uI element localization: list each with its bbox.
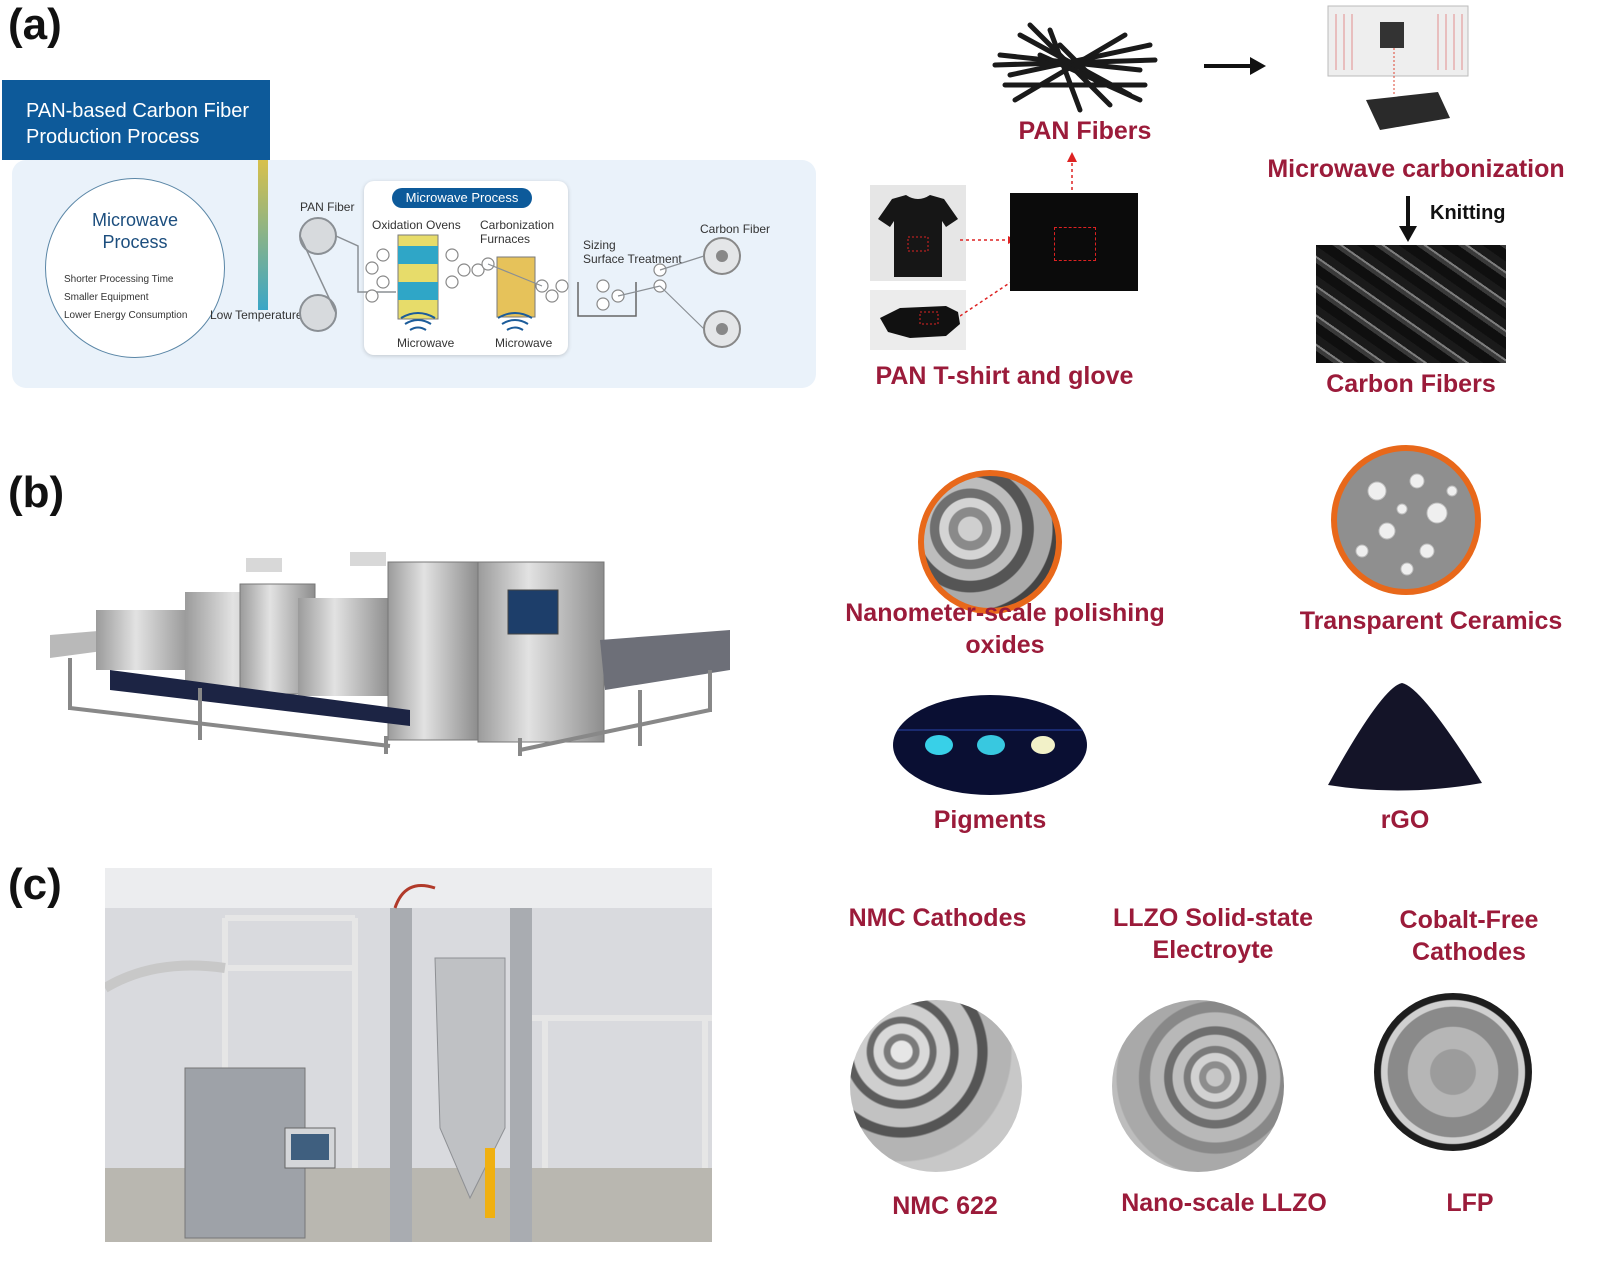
lfp-sem-image [1374, 993, 1532, 1151]
carbon-fibers-label: Carbon Fibers [1326, 370, 1496, 398]
process-title-line1: PAN-based Carbon Fiber [26, 100, 250, 122]
pan-fibers-image [992, 22, 1158, 113]
llzo-label: LLZO Solid-state Electroyte [1092, 902, 1334, 966]
microwave-label-1: Microwave [397, 336, 455, 350]
microwave-benefits-circle: Microwave Process Shorter Processing Tim… [45, 178, 225, 358]
temperature-gradient-bar [258, 160, 268, 310]
benefits-list: Shorter Processing Time Smaller Equipmen… [64, 271, 187, 325]
transparent-ceramics-image [1331, 445, 1481, 595]
panel-label-b: (b) [8, 468, 65, 517]
benefit-item: Smaller Equipment [64, 292, 149, 303]
rgo-label: rGO [1380, 806, 1430, 834]
process-title-line2: Production Process [26, 126, 200, 148]
microwave-wave-icon [400, 312, 533, 331]
microwave-label-2: Microwave [495, 336, 553, 350]
process-flow-drawing [299, 217, 741, 348]
carbonization-label-line2: Furnaces [480, 232, 531, 246]
spray-pyrolysis-system-image [105, 868, 712, 1242]
microwave-conveyor-machine-image [50, 552, 730, 756]
pigments-image [893, 695, 1087, 795]
oxidation-ovens-label: Oxidation Ovens [372, 218, 461, 232]
nmc-cathodes-label: NMC Cathodes [848, 904, 1027, 932]
llzo-label-line2: Electroyte [1152, 936, 1274, 964]
cobalt-free-label-line1: Cobalt-Free [1399, 906, 1539, 934]
knitting-label: Knitting [1430, 202, 1506, 224]
circle-title-line2: Process [102, 232, 168, 252]
transparent-ceramics-label: Transparent Ceramics [1299, 607, 1563, 635]
pan-fibers-label: PAN Fibers [1018, 117, 1152, 145]
rgo-powder-image [1328, 683, 1482, 791]
cobalt-free-label: Cobalt-Free Cathodes [1375, 904, 1563, 968]
pan-fiber-label: PAN Fiber [300, 200, 355, 214]
sizing-bath [577, 282, 637, 317]
process-title-bar: PAN-based Carbon Fiber Production Proces… [2, 80, 270, 160]
polishing-oxides-label: Nanometer-scale polishing oxides [830, 597, 1180, 661]
nmc-622-label: NMC 622 [892, 1192, 998, 1220]
circle-title-line1: Microwave [91, 210, 179, 230]
right-arrow-icon [1204, 57, 1266, 75]
down-arrow-icon [1399, 196, 1417, 242]
carbonization-label-line1: Carbonization [480, 218, 555, 232]
benefit-item: Lower Energy Consumption [64, 310, 188, 321]
pan-glove-image [870, 290, 966, 350]
polishing-oxides-label-line1: Nanometer-scale polishing [845, 599, 1165, 627]
lfp-label: LFP [1446, 1189, 1494, 1217]
panel-label-a: (a) [8, 0, 62, 49]
llzo-label-line1: LLZO Solid-state [1113, 904, 1313, 932]
cobalt-free-label-line2: Cathodes [1412, 938, 1526, 966]
pan-tshirt-image [870, 185, 966, 281]
guide-rollers [365, 248, 667, 311]
surface-treatment-label: Surface Treatment [583, 252, 682, 266]
microwave-carbonization-label: Microwave carbonization [1267, 155, 1565, 183]
microwave-oven-image [1327, 5, 1469, 130]
carbonization-furnace [496, 256, 536, 318]
pigments-label: Pigments [933, 806, 1047, 834]
sizing-label: Sizing [583, 238, 616, 252]
low-temperature-label: Low Temperature [210, 308, 303, 322]
polishing-oxides-label-line2: oxides [965, 631, 1045, 659]
polishing-oxides-image [918, 470, 1062, 614]
benefit-item: Shorter Processing Time [64, 274, 174, 285]
nano-llzo-label: Nano-scale LLZO [1121, 1189, 1327, 1217]
pan-tshirt-glove-label: PAN T-shirt and glove [875, 362, 1134, 390]
microwave-process-badge: Microwave Process [392, 188, 532, 208]
nmc-622-sem-image [850, 1000, 1022, 1172]
carbon-fiber-label: Carbon Fiber [700, 222, 771, 236]
pan-fabric-image [1010, 193, 1138, 291]
carbon-fibers-image [1316, 245, 1506, 363]
panel-label-c: (c) [8, 860, 62, 909]
nano-llzo-sem-image [1112, 1000, 1284, 1172]
